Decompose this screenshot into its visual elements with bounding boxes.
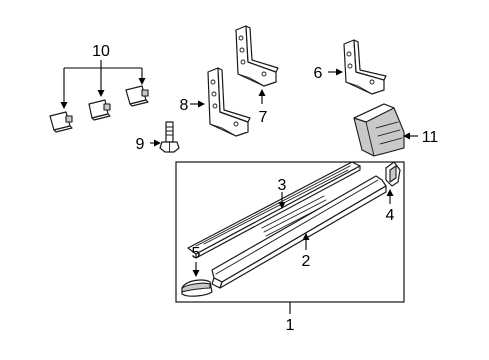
callout-1: 1 — [286, 317, 295, 334]
bracket-part-7 — [235, 25, 279, 87]
clip-part-right — [125, 85, 149, 107]
callout-9: 9 — [136, 136, 145, 153]
bracket-part-8 — [207, 67, 251, 137]
callout-5: 5 — [192, 245, 201, 262]
callout-8: 8 — [180, 97, 189, 114]
bolt-part — [159, 121, 180, 153]
callout-6: 6 — [314, 65, 323, 82]
callout-11: 11 — [422, 129, 439, 146]
callout-3: 3 — [278, 177, 287, 194]
step-pad-part — [353, 103, 405, 157]
callout-4: 4 — [386, 207, 395, 224]
end-cap-part-4 — [385, 161, 401, 187]
step-pad-strip-part — [187, 161, 361, 259]
end-cap-part-5 — [181, 279, 213, 297]
callout-10: 10 — [92, 43, 110, 60]
callout-2: 2 — [302, 253, 311, 270]
clip-part-left — [49, 111, 73, 133]
clip-part-middle — [88, 99, 111, 121]
bracket-part-6 — [343, 39, 387, 95]
callout-7: 7 — [259, 109, 268, 126]
callout-10-leader — [60, 60, 146, 109]
